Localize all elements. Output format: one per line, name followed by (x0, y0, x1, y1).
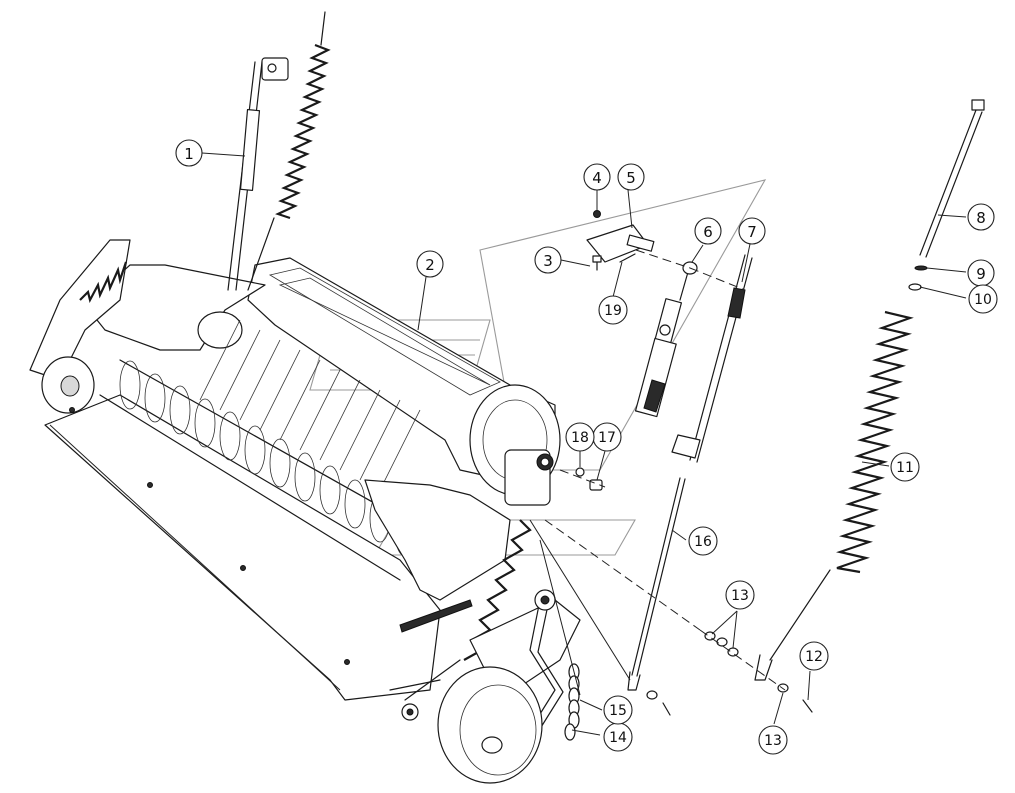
part-7-adjuster-bar (671, 254, 753, 463)
gauge-wheel-assembly (437, 589, 581, 784)
callout-3: 3 (534, 246, 562, 274)
callout-label: 2 (425, 256, 435, 274)
gearbox (504, 449, 554, 506)
callout-label: 4 (592, 169, 602, 187)
callout-label: 16 (694, 534, 712, 550)
part-14-15-chain (564, 663, 580, 741)
callout-19: 19 (598, 295, 628, 325)
callout-13-upper: 13 (725, 580, 755, 610)
callout-label: 6 (703, 223, 713, 241)
callout-5: 5 (617, 163, 645, 191)
callout-1: 1 (175, 139, 203, 167)
part-10-washer (908, 283, 922, 291)
callout-label: 17 (598, 430, 616, 446)
callout-label: 3 (543, 252, 553, 270)
part-9-clip (914, 265, 928, 271)
pickup-reel-tines (99, 319, 441, 581)
callout-label: 8 (976, 209, 986, 227)
callout-label: 19 (604, 303, 622, 319)
callout-label: 12 (805, 649, 823, 665)
callout-label: 5 (626, 169, 636, 187)
part-16-rod (627, 477, 686, 691)
pickup-header-assembly (29, 239, 561, 701)
bracket-hardware (586, 210, 655, 271)
callout-label: 10 (974, 292, 992, 308)
part-8-rod (919, 99, 985, 258)
callout-label: 18 (571, 430, 589, 446)
pin-and-washer (575, 467, 603, 491)
callout-label: 7 (747, 223, 757, 241)
callout-label: 15 (609, 703, 627, 719)
callout-label: 13 (764, 733, 782, 749)
part-6-cylinder (634, 261, 698, 418)
callout-4: 4 (583, 163, 611, 191)
upper-spring (247, 11, 331, 291)
callout-label: 13 (731, 588, 749, 604)
callout-8: 8 (967, 203, 995, 231)
callout-label: 14 (609, 730, 627, 746)
callout-leaders (201, 152, 967, 736)
callout-18: 18 (565, 422, 595, 452)
callout-2: 2 (416, 250, 444, 278)
washers-and-pins (646, 631, 813, 716)
part-1-support-bracket (227, 57, 289, 291)
callout-7: 7 (738, 217, 766, 245)
callout-12: 12 (799, 641, 829, 671)
callout-15: 15 (603, 695, 633, 725)
callout-10: 10 (968, 284, 998, 314)
callout-13-lower: 13 (758, 725, 788, 755)
callout-16: 16 (688, 526, 718, 556)
callout-label: 1 (184, 145, 194, 163)
callout-6: 6 (694, 217, 722, 245)
assembly-lines (49, 249, 786, 696)
callout-label: 11 (896, 460, 914, 476)
callout-11: 11 (890, 452, 920, 482)
callout-14: 14 (603, 722, 633, 752)
callout-9: 9 (967, 259, 995, 287)
part-11-spring (754, 310, 914, 681)
callout-label: 9 (976, 265, 986, 283)
callout-17: 17 (592, 422, 622, 452)
